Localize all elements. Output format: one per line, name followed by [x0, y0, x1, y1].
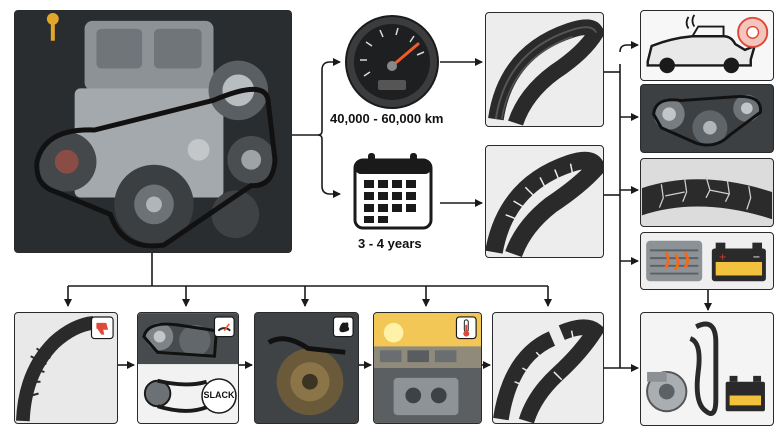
slack-badge-label: SLACK	[203, 390, 235, 400]
svg-text:+: +	[719, 252, 727, 263]
alternator-icon	[646, 370, 688, 413]
new-belt-panel	[485, 12, 604, 127]
oil-contamination-panel	[254, 312, 359, 424]
ac-battery-panel: + −	[640, 232, 774, 290]
brake-disc-icon	[737, 16, 769, 48]
oil-splash-icon	[332, 316, 354, 338]
cracked-belt-icon	[493, 319, 603, 423]
car-hood-open-icon	[646, 14, 757, 74]
mileage-caption: 40,000 - 60,000 km	[330, 111, 444, 126]
serpentine-belt-icon	[143, 378, 208, 413]
serpentine-belt-icon	[689, 321, 719, 416]
engine-panel	[14, 10, 292, 253]
cracked-belt-icon	[15, 316, 95, 422]
cracked-belt-icon	[486, 151, 603, 257]
replacement-kit-panel	[640, 312, 774, 426]
engine-photo-icon	[15, 11, 291, 252]
worn-belt-panel	[485, 145, 604, 258]
battery-icon: + −	[711, 242, 766, 282]
thumbs-down-icon	[90, 316, 114, 340]
slack-badge-icon	[201, 378, 237, 414]
svg-text:−: −	[752, 252, 760, 263]
serpentine-belt-icon	[488, 19, 603, 126]
car-noise-panel	[640, 10, 774, 81]
broken-belt-panel	[492, 312, 604, 424]
age-caption: 3 - 4 years	[358, 236, 422, 251]
cracked-belt-icon	[641, 176, 773, 220]
calendar-icon	[353, 153, 433, 230]
speedometer-icon	[345, 15, 439, 109]
frayed-belt-panel	[14, 312, 118, 424]
air-vent-icon	[646, 240, 703, 282]
battery-icon	[725, 375, 765, 412]
tension-gauge-icon	[213, 316, 235, 338]
heat-traffic-panel	[373, 312, 482, 424]
engine-photo-icon	[641, 85, 773, 152]
pulley-detail-panel	[640, 84, 774, 153]
slack-belt-panel: SLACK	[137, 312, 239, 424]
cracked-belt-closeup-panel	[640, 158, 774, 227]
thermometer-icon	[455, 316, 477, 340]
